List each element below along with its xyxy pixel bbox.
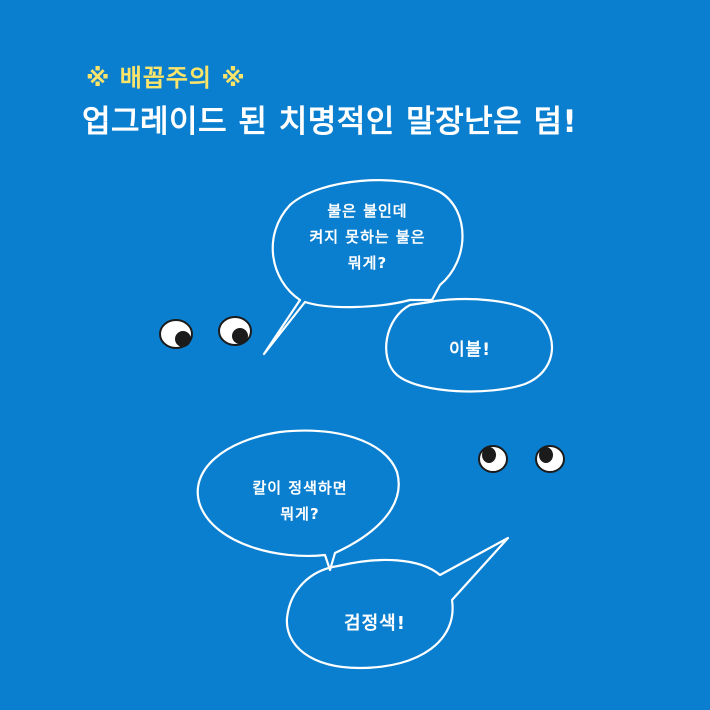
googly-eyes-top-icon: [159, 316, 252, 349]
bubble-answer-1: [385, 297, 554, 393]
bubble-question-2: [196, 429, 400, 572]
riddle-2-answer: 검정색!: [344, 613, 406, 634]
warning-label: ※ 배꼽주의 ※: [86, 64, 246, 92]
googly-eyes-bottom-icon: [478, 445, 565, 473]
riddle-1-answer: 이불!: [448, 340, 492, 360]
bubble-question-1: [262, 179, 464, 356]
bubble-answer-2: [285, 536, 510, 670]
headline: 업그레이드 된 치명적인 말장난은 덤!: [82, 104, 578, 140]
riddle-2-question: 칼이 정색하면 뭐게?: [252, 479, 348, 523]
riddle-1-question: 불은 불인데 켜지 못하는 불은 뭐게?: [309, 202, 426, 272]
